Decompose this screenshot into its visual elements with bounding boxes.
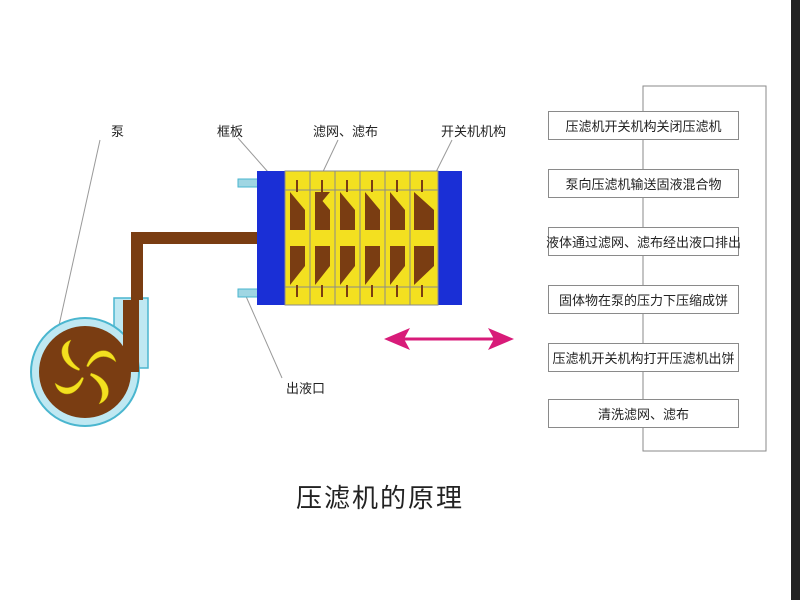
flow-step-3: 液体通过滤网、滤布经出液口排出 [546,227,741,256]
flow-step-1: 压滤机开关机构关闭压滤机 [548,111,739,140]
outlet-pipe-bottom [237,288,261,298]
drain-channels [296,180,423,297]
pump-label: 泵 [111,125,125,140]
moving-end-plate [438,171,462,305]
frame-dividers [285,171,438,305]
diagram-title: 压滤机的原理 [295,484,464,514]
flow-step-5: 压滤机开关机构打开压滤机出饼 [548,343,739,372]
flow-step-2: 泵向压滤机输送固液混合物 [548,169,739,198]
filter-press [257,170,462,306]
fixed-end-plate [257,171,285,305]
switch-mechanism-label: 开关机机构 [441,125,507,140]
impeller-icon [54,339,117,405]
outlet-pipe-top [237,178,261,188]
leader-lines [57,137,453,379]
filter-cake [290,192,434,285]
pump [30,297,149,427]
flow-step-4: 固体物在泵的压力下压缩成饼 [548,285,739,314]
open-close-arrow-icon [384,328,514,350]
flow-step-6: 清洗滤网、滤布 [548,399,739,428]
pump-leader [57,139,101,331]
outlet-label: 出液口 [286,382,326,397]
outlet-leader [244,293,283,379]
frame-plate-leader [237,137,269,173]
frame-plate-label: 框板 [217,125,244,140]
filter-cloth-label: 滤网、滤布 [313,125,379,140]
pump-discharge [123,300,139,372]
flow-connectors [642,85,767,452]
edge-bar [791,0,800,600]
chamber-stack [284,170,439,306]
loop-back-line [642,85,767,452]
